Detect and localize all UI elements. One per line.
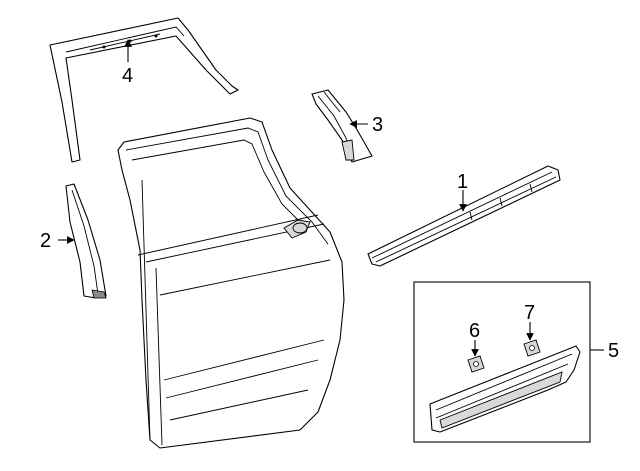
rear-door-shell	[117, 117, 345, 449]
callout-4: 4	[122, 65, 133, 87]
body-side-moulding-box	[413, 281, 591, 443]
callout-6: 6	[469, 320, 480, 342]
callout-2: 2	[40, 230, 51, 252]
callout-1: 1	[457, 171, 468, 193]
callout-5: 5	[608, 340, 619, 362]
callout-3: 3	[372, 114, 383, 136]
corner-moulding-part	[311, 89, 373, 163]
callout-7: 7	[524, 302, 535, 324]
belt-weatherstrip-part	[367, 165, 561, 267]
leader-lines	[58, 39, 604, 357]
applique-part	[65, 183, 107, 299]
